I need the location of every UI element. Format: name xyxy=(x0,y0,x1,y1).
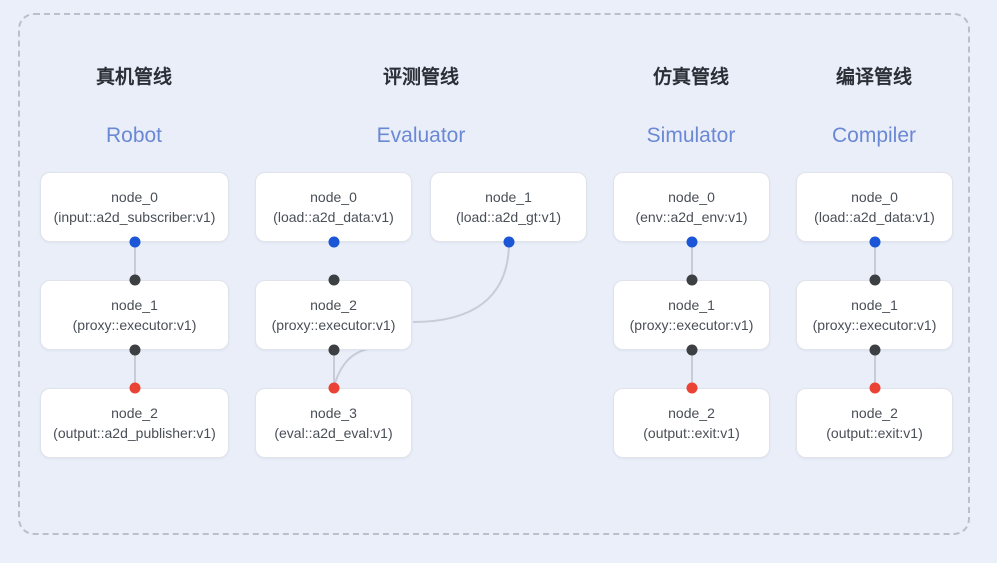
node-spec-label: (proxy::executor:v1) xyxy=(812,317,937,333)
column-title-cn-evaluator: 评测管线 xyxy=(382,67,460,88)
node-name-label: node_1 xyxy=(851,297,898,313)
connector-line xyxy=(873,242,876,280)
node-box-evaluator-node_3[interactable]: node_3(eval::a2d_eval:v1) xyxy=(255,388,412,458)
node-box-simulator-node_1[interactable]: node_1(proxy::executor:v1) xyxy=(613,280,770,350)
node-name-label: node_1 xyxy=(485,189,532,205)
node-box-simulator-node_2[interactable]: node_2(output::exit:v1) xyxy=(613,388,770,458)
node-name-label: node_1 xyxy=(111,297,158,313)
node-spec-label: (output::exit:v1) xyxy=(826,425,923,441)
port-middle-top[interactable] xyxy=(328,274,339,286)
node-spec-label: (proxy::executor:v1) xyxy=(72,317,197,333)
node-box-compiler-node_1[interactable]: node_1(proxy::executor:v1) xyxy=(796,280,953,350)
node-name-label: node_1 xyxy=(668,297,715,313)
port-input-bottom[interactable] xyxy=(129,236,140,248)
node-spec-label: (proxy::executor:v1) xyxy=(629,317,754,333)
connector-line xyxy=(690,350,693,388)
port-middle-bottom[interactable] xyxy=(328,344,339,356)
node-spec-label: (env::a2d_env:v1) xyxy=(635,209,748,225)
node-spec-label: (proxy::executor:v1) xyxy=(271,317,396,333)
node-box-simulator-node_0[interactable]: node_0(env::a2d_env:v1) xyxy=(613,172,770,242)
node-name-label: node_3 xyxy=(310,405,357,421)
port-middle-bottom[interactable] xyxy=(129,344,140,356)
port-output-top[interactable] xyxy=(686,382,697,394)
port-middle-bottom[interactable] xyxy=(869,344,880,356)
node-spec-label: (output::a2d_publisher:v1) xyxy=(53,425,216,441)
connector-line xyxy=(133,242,136,280)
connector-line xyxy=(873,350,876,388)
port-middle-top[interactable] xyxy=(869,274,880,286)
column-title-en-robot: Robot xyxy=(105,124,163,147)
column-title-en-evaluator: Evaluator xyxy=(376,124,466,147)
column-title-cn-robot: 真机管线 xyxy=(95,67,173,88)
node-box-evaluator-node_1[interactable]: node_1(load::a2d_gt:v1) xyxy=(430,172,587,242)
node-spec-label: (output::exit:v1) xyxy=(643,425,740,441)
port-output-top[interactable] xyxy=(869,382,880,394)
node-box-robot-node_0[interactable]: node_0(input::a2d_subscriber:v1) xyxy=(40,172,229,242)
node-box-evaluator-node_0[interactable]: node_0(load::a2d_data:v1) xyxy=(255,172,412,242)
column-title-en-compiler: Compiler xyxy=(831,124,917,147)
node-name-label: node_2 xyxy=(851,405,898,421)
node-spec-label: (load::a2d_gt:v1) xyxy=(455,209,562,225)
port-input-bottom[interactable] xyxy=(328,236,339,248)
node-name-label: node_0 xyxy=(668,189,715,205)
port-middle-top[interactable] xyxy=(129,274,140,286)
port-input-bottom[interactable] xyxy=(503,236,514,248)
column-title-cn-simulator: 仿真管线 xyxy=(652,67,730,88)
node-name-label: node_2 xyxy=(111,405,158,421)
node-box-evaluator-node_2[interactable]: node_2(proxy::executor:v1) xyxy=(255,280,412,350)
node-spec-label: (eval::a2d_eval:v1) xyxy=(274,425,393,441)
port-middle-top[interactable] xyxy=(686,274,697,286)
node-box-robot-node_1[interactable]: node_1(proxy::executor:v1) xyxy=(40,280,229,350)
node-box-robot-node_2[interactable]: node_2(output::a2d_publisher:v1) xyxy=(40,388,229,458)
node-box-compiler-node_0[interactable]: node_0(load::a2d_data:v1) xyxy=(796,172,953,242)
port-output-top[interactable] xyxy=(129,382,140,394)
connector-line xyxy=(133,350,136,388)
column-title-en-simulator: Simulator xyxy=(646,124,736,147)
node-box-compiler-node_2[interactable]: node_2(output::exit:v1) xyxy=(796,388,953,458)
node-spec-label: (load::a2d_data:v1) xyxy=(814,209,935,225)
node-name-label: node_2 xyxy=(310,297,357,313)
node-name-label: node_2 xyxy=(668,405,715,421)
column-title-cn-compiler: 编译管线 xyxy=(835,67,913,88)
port-input-bottom[interactable] xyxy=(869,236,880,248)
node-name-label: node_0 xyxy=(851,189,898,205)
port-output-top[interactable] xyxy=(328,382,339,394)
port-middle-bottom[interactable] xyxy=(686,344,697,356)
node-name-label: node_0 xyxy=(310,189,357,205)
connector-line xyxy=(690,242,693,280)
connector-line xyxy=(332,350,335,388)
port-input-bottom[interactable] xyxy=(686,236,697,248)
node-spec-label: (input::a2d_subscriber:v1) xyxy=(53,209,216,225)
node-name-label: node_0 xyxy=(111,189,158,205)
node-spec-label: (load::a2d_data:v1) xyxy=(273,209,394,225)
